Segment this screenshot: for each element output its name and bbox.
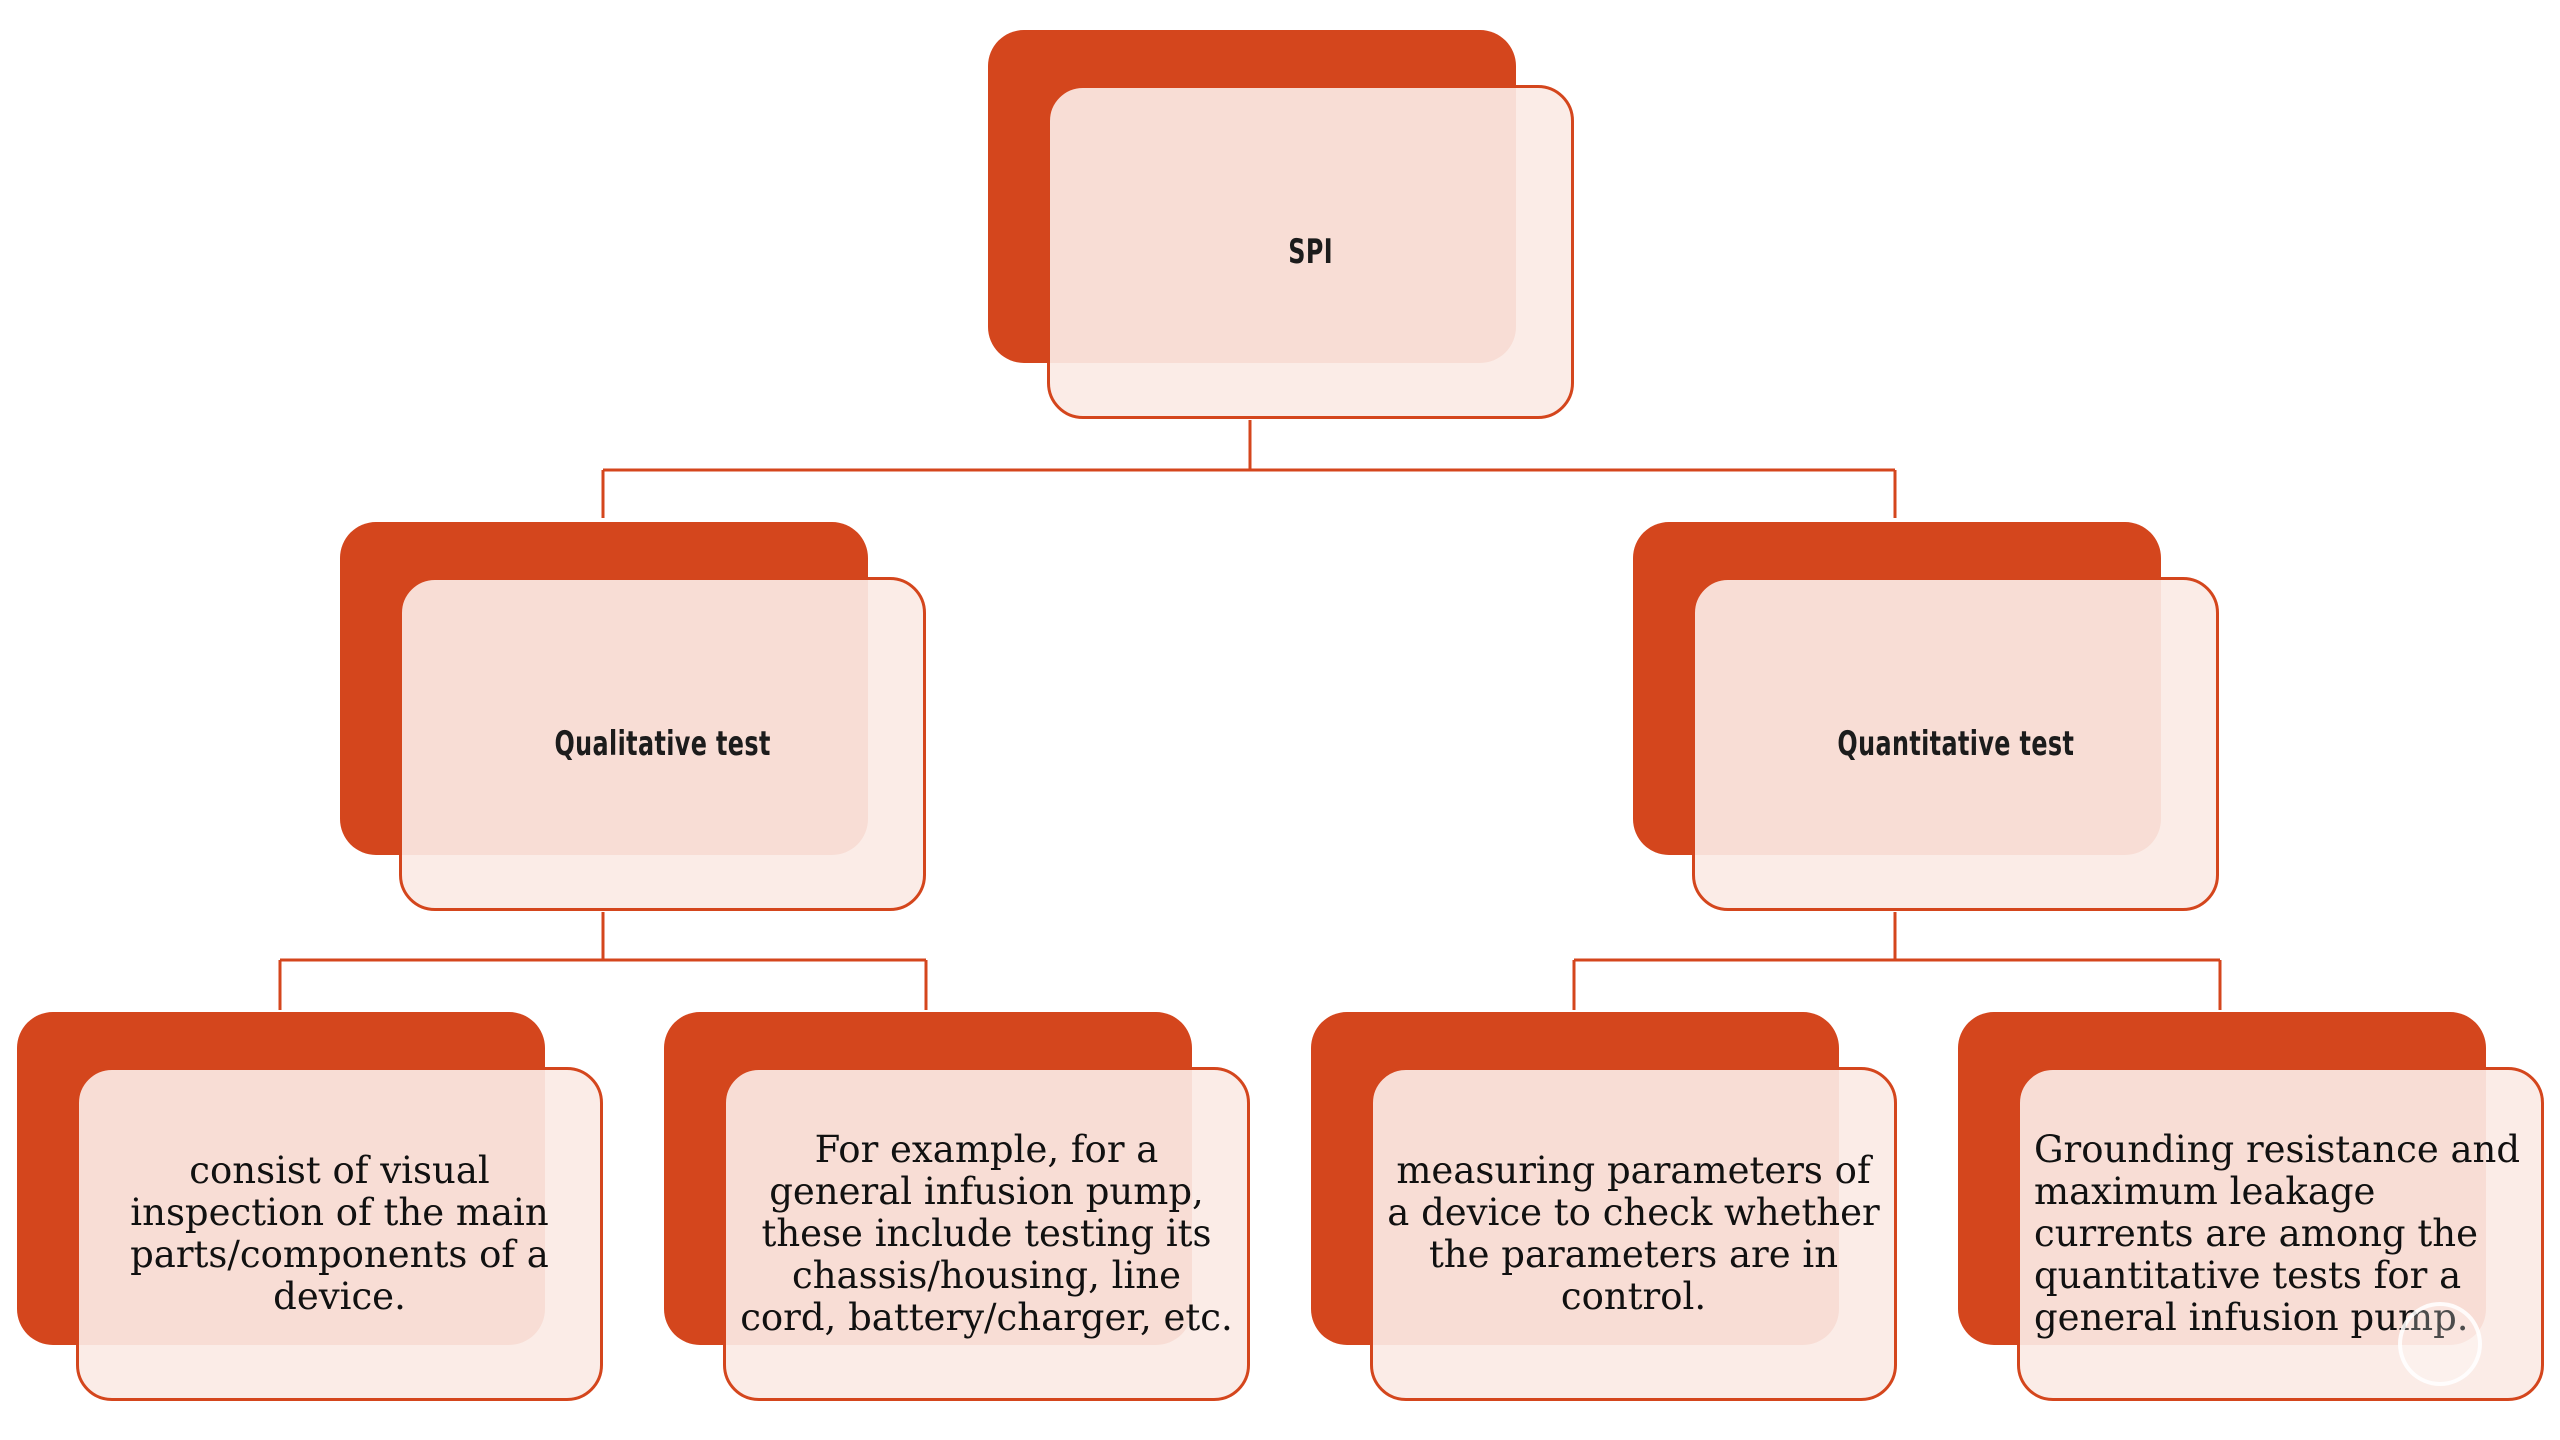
- quantitative-definition-text: measuring parameters of a device to chec…: [1387, 1149, 1880, 1318]
- connector-root-to-branches: [601, 420, 1897, 518]
- qualitative-example-text: For example, for a general infusion pump…: [740, 1128, 1233, 1339]
- qualitative-test-card: Qualitative test: [399, 577, 926, 911]
- qualitative-definition-card: consist of visual inspection of the main…: [76, 1067, 603, 1401]
- qualitative-test-label: Qualitative test: [554, 724, 771, 764]
- root-node-label: SPI: [1288, 232, 1333, 272]
- quantitative-test-card: Quantitative test: [1692, 577, 2219, 911]
- quantitative-definition-card: measuring parameters of a device to chec…: [1370, 1067, 1897, 1401]
- connector-quantitative-to-children: [1572, 912, 2222, 1010]
- quantitative-example-card: Grounding resistance and maximum leakage…: [2017, 1067, 2544, 1401]
- root-node-card: SPI: [1047, 85, 1574, 419]
- connector-qualitative-to-children: [278, 912, 928, 1010]
- quantitative-example-text: Grounding resistance and maximum leakage…: [2034, 1128, 2521, 1339]
- qualitative-example-card: For example, for a general infusion pump…: [723, 1067, 1250, 1401]
- qualitative-definition-text: consist of visual inspection of the main…: [130, 1149, 549, 1318]
- quantitative-test-label: Quantitative test: [1837, 724, 2074, 764]
- decorative-circle-icon: [2398, 1302, 2482, 1386]
